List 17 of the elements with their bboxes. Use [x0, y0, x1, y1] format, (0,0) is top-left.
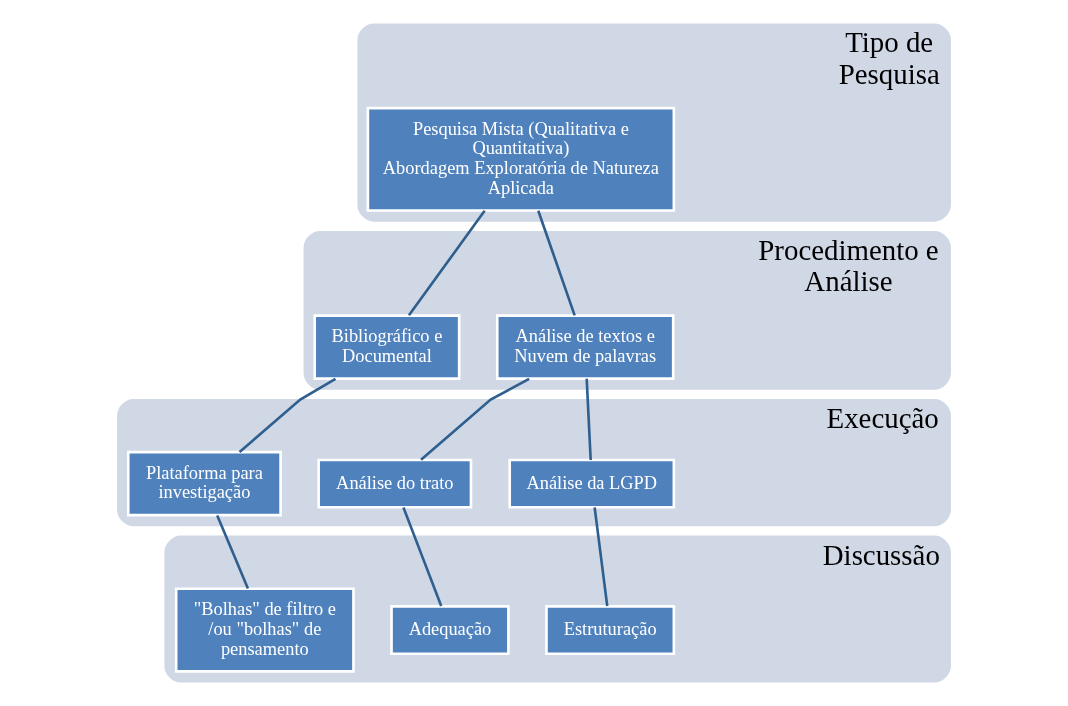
connector [407, 209, 486, 317]
node-box: Análise do trato [317, 458, 473, 509]
connector [585, 378, 592, 461]
node-box: Bibliográfico e Documental [313, 314, 461, 380]
connector [216, 514, 250, 589]
node-box: Plataforma para investigação [126, 450, 282, 517]
node-box: "Bolhas" de filtro e /ou "bolhas" de pensamento [174, 587, 355, 673]
connector [593, 507, 609, 607]
node-box: Adequação [390, 605, 510, 655]
node-box: Pesquisa Mista (Qualitativa e Quantitativa) Abordagem Exploratória de Natureza Aplicada [366, 106, 676, 212]
connector [238, 377, 337, 453]
node-box: Análise de textos e Nuvem de palavras [495, 314, 675, 380]
connector [402, 506, 443, 607]
node-box: Análise da LGPD [508, 458, 676, 509]
connector [537, 210, 576, 316]
node-box: Estruturação [545, 605, 676, 655]
connector [420, 377, 530, 461]
